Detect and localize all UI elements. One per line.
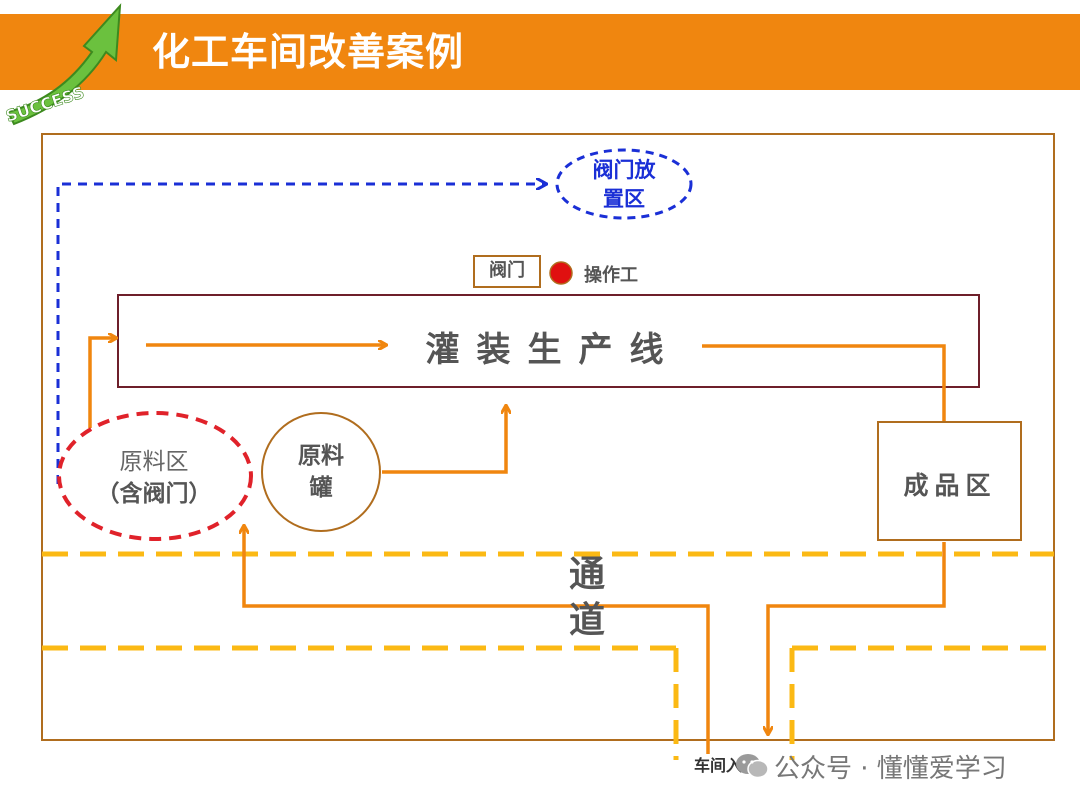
flow-arrow-tank-to-line <box>382 406 506 474</box>
operator-label: 操作工 <box>584 265 638 286</box>
operator-dot-icon <box>549 261 573 285</box>
flow-arrow-line-to-product <box>702 344 944 442</box>
success-arrow-logo-icon: SUCCESS <box>3 3 122 126</box>
valve-placement-zone-label: 阀门放 置区 <box>592 158 656 211</box>
flow-arrow-product-to-entrance <box>768 542 946 734</box>
finished-goods-box <box>877 421 1022 541</box>
flow-arrow-entrance-to-raw <box>244 526 710 754</box>
workshop-frame <box>41 133 1055 741</box>
aisle-label: 通 道 <box>568 554 605 641</box>
raw-material-area-outline <box>57 411 253 541</box>
raw-material-area-label: 原料区 （含阀门） <box>96 449 212 507</box>
raw-material-tank-outline <box>261 412 381 532</box>
flow-arrow-raw-to-line <box>88 338 116 428</box>
wechat-icon <box>736 754 769 779</box>
page-title: 化工车间改善案例 <box>152 30 465 74</box>
valve-box-label: 阀门 <box>489 260 525 281</box>
raw-material-tank-label: 原料 罐 <box>298 443 344 501</box>
watermark-text: 公众号 · 懂懂爱学习 <box>774 753 1007 784</box>
filling-line-label: 灌装生产线 <box>425 330 681 370</box>
filling-line-box <box>117 294 980 388</box>
watermark: 公众号 · 懂懂爱学习 <box>734 748 1007 784</box>
finished-goods-label: 成品区 <box>903 471 997 500</box>
valve-box-outline <box>473 255 541 288</box>
valve-transfer-path <box>56 184 546 484</box>
valve-placement-zone-outline <box>555 148 693 220</box>
header-bar <box>0 14 1080 90</box>
